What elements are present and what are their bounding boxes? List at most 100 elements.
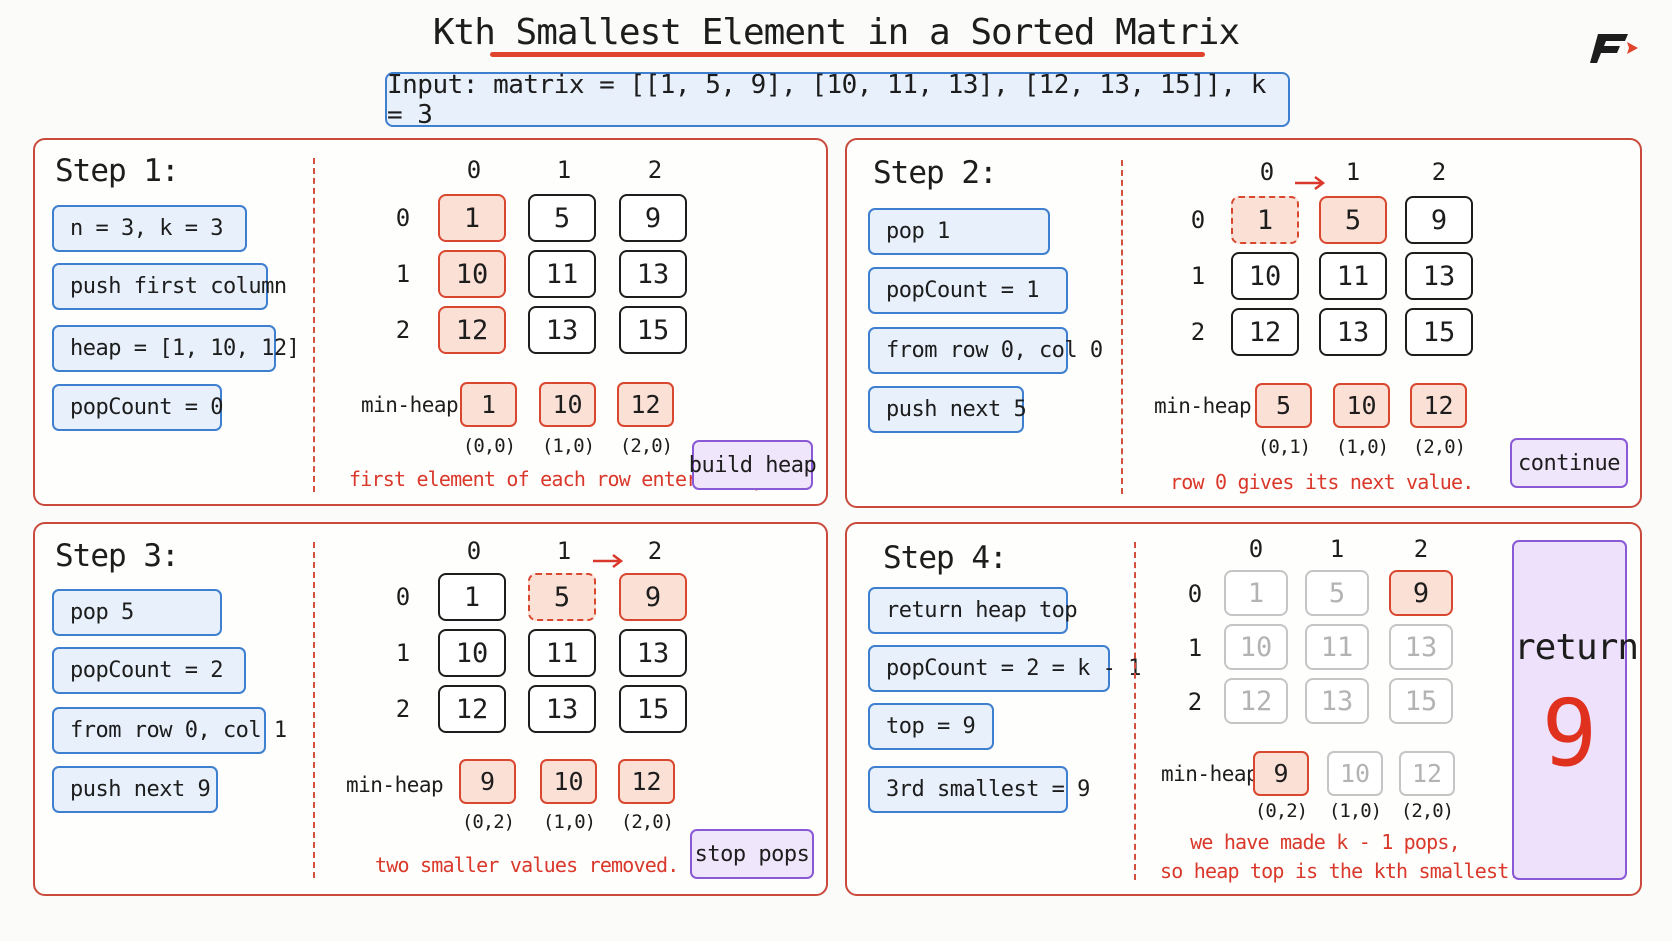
row-header: 0 [1190,206,1206,234]
title-underline [490,52,1205,57]
step-2-chip: push next 5 [868,386,1027,433]
row-header: 1 [1187,634,1203,662]
heap-cell: 9 [459,759,516,804]
return-label: return [1514,627,1639,668]
matrix-cell: 10 [1231,252,1299,300]
matrix-cell: 10 [1224,624,1288,670]
step-1-chip: heap = [1, 10, 12] [52,325,300,372]
page-title: Kth Smallest Element in a Sorted Matrix [432,12,1240,53]
step-4-title: Step 4: [883,540,1008,576]
col-header: 0 [466,537,482,565]
row-header: 0 [395,204,411,232]
heap-cell: 12 [1410,383,1467,428]
row-header: 2 [395,316,411,344]
row-header: 2 [1187,688,1203,716]
heap-cell: 10 [1333,383,1390,428]
matrix-cell: 15 [1405,308,1473,356]
matrix-cell: 9 [1405,196,1473,244]
step-2-chip: from row 0, col 0 [868,327,1103,374]
step-1-chip: push first column [52,263,287,310]
col-header: 0 [466,156,482,184]
heap-label: min-heap [346,773,444,797]
heap-coord: (2,0) [1400,800,1454,822]
matrix-cell: 12 [438,685,506,733]
step-1-chip: n = 3, k = 3 [52,205,247,252]
arrow-right-icon [1295,176,1326,190]
matrix-cell: 13 [1305,678,1369,724]
heap-coord: (0,1) [1257,436,1311,458]
heap-cell: 10 [540,759,597,804]
heap-coord: (2,0) [1412,436,1466,458]
row-header: 0 [1187,580,1203,608]
row-header: 1 [395,639,411,667]
matrix-cell: 10 [438,629,506,677]
step-4-chip: popCount = 2 = k - 1 [868,645,1141,692]
input-box: Input: matrix = [[1, 5, 9], [10, 11, 13]… [385,70,1290,130]
heap-coord: (1,0) [541,435,595,457]
step-2-chip: popCount = 1 [868,267,1068,314]
matrix-cell: 13 [1319,308,1387,356]
heap-cell: 1 [460,382,517,427]
matrix-cell: 13 [1405,252,1473,300]
col-header: 2 [647,156,663,184]
step-2-chip: pop 1 [868,208,1050,255]
matrix-cell: 1 [438,194,506,242]
heap-coord: (1,0) [542,811,596,833]
step-3-chip: push next 9 [52,766,218,813]
row-header: 0 [395,583,411,611]
step-4-chip: return heap top [868,587,1078,634]
col-header: 1 [556,156,572,184]
step-1-note: first element of each row enters heap. [349,467,777,491]
col-header: 2 [1413,535,1429,563]
step-3-chip: pop 5 [52,589,222,636]
step-4-divider [1134,542,1136,880]
step-3-chip: popCount = 2 [52,647,246,694]
matrix-cell: 13 [619,250,687,298]
matrix-cell: 9 [1389,570,1453,616]
heap-cell: 10 [539,382,596,427]
matrix-cell: 9 [619,194,687,242]
matrix-cell: 15 [619,685,687,733]
row-header: 1 [1190,262,1206,290]
heap-coord: (0,2) [461,811,515,833]
step-3-title: Step 3: [55,538,180,574]
matrix-cell: 1 [1231,196,1299,244]
step-1-title: Step 1: [55,153,180,189]
matrix-cell: 11 [528,250,596,298]
row-header: 1 [395,260,411,288]
matrix-cell: 15 [1389,678,1453,724]
matrix-cell: 5 [1319,196,1387,244]
heap-cell: 9 [1253,751,1309,796]
matrix-cell: 13 [619,629,687,677]
step-4-note-line-1: we have made k - 1 pops, [1190,830,1461,854]
row-header: 2 [1190,318,1206,346]
heap-cell: 5 [1255,383,1312,428]
matrix-cell: 13 [1389,624,1453,670]
matrix-cell: 5 [528,194,596,242]
heap-cell: 12 [618,759,675,804]
step-4-note-line-2: so heap top is the kth smallest. [1160,859,1521,883]
matrix-cell: 13 [528,685,596,733]
matrix-cell: 12 [1224,678,1288,724]
return-value: 9 [1541,680,1598,787]
col-header: 2 [647,537,663,565]
col-header: 1 [1329,535,1345,563]
step-1-chip: popCount = 0 [52,384,223,431]
matrix-cell: 12 [1231,308,1299,356]
matrix-cell: 9 [619,573,687,621]
heap-coord: (1,0) [1328,800,1382,822]
matrix-cell: 15 [619,306,687,354]
step-4-chip: 3rd smallest = 9 [868,766,1090,813]
return-box: return 9 [1512,540,1639,880]
heap-cell: 10 [1327,751,1383,796]
heap-coord: (2,0) [620,811,674,833]
continue-label: continue [1510,438,1628,488]
matrix-cell: 1 [438,573,506,621]
step-3-note: two smaller values removed. [375,853,679,877]
heap-coord: (0,0) [462,435,516,457]
row-header: 2 [395,695,411,723]
matrix-cell: 10 [438,250,506,298]
arrow-right-icon [593,554,624,568]
step-2-note: row 0 gives its next value. [1170,470,1474,494]
matrix-cell: 13 [528,306,596,354]
